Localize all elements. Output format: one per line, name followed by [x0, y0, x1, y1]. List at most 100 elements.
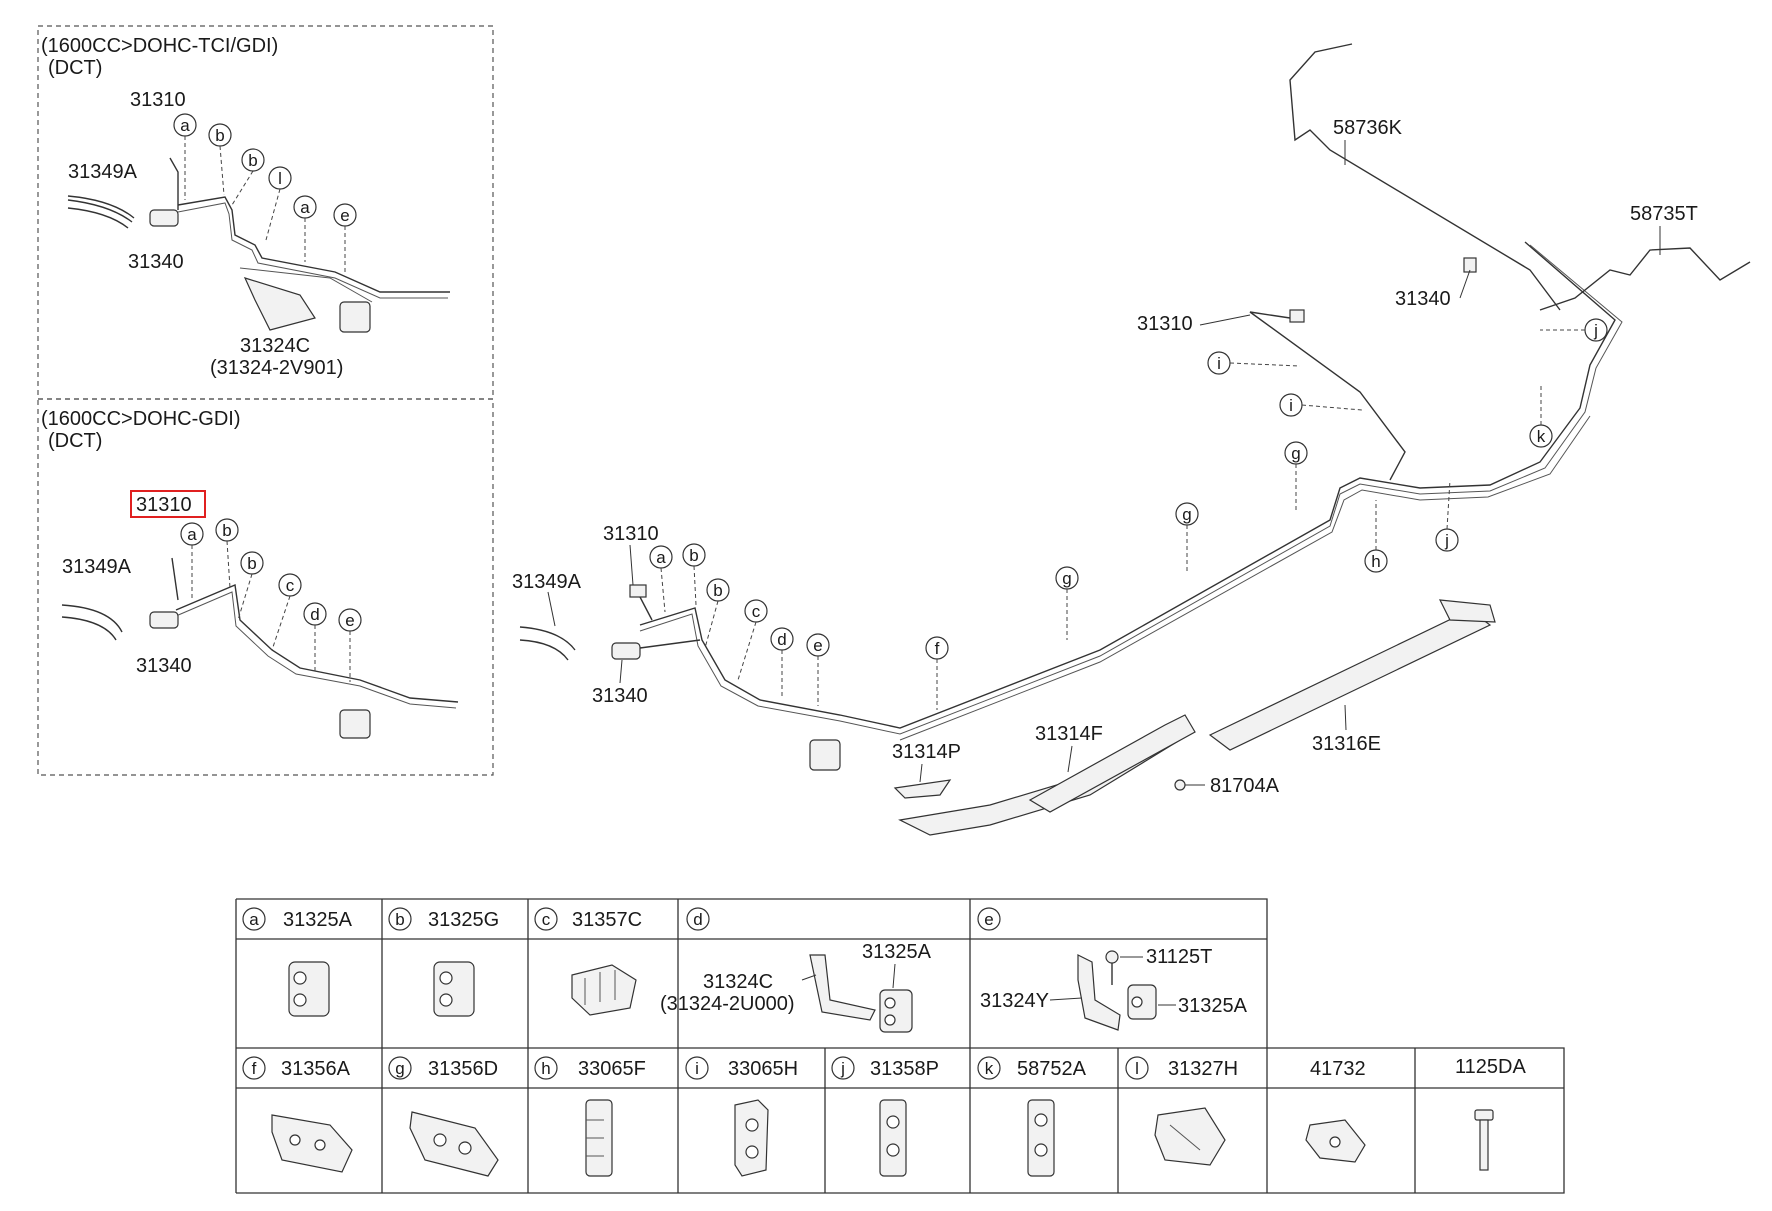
- svg-text:c: c: [286, 576, 295, 595]
- svg-text:g: g: [1062, 569, 1071, 588]
- legend-part-label: 31325A: [1178, 995, 1248, 1017]
- inset-tci-gdi: (1600CC>DOHC-TCI/GDI) (DCT) 31310 31349A…: [37, 25, 494, 400]
- callout: i: [1279, 393, 1303, 417]
- bolt-31125t-icon: [1105, 950, 1119, 985]
- callout: e: [806, 633, 830, 657]
- connector-icon: [339, 709, 371, 739]
- callout: g: [1055, 566, 1079, 590]
- svg-text:a: a: [187, 525, 197, 544]
- callout: l: [268, 166, 292, 190]
- svg-text:b: b: [395, 910, 404, 929]
- callout: f: [925, 636, 949, 660]
- part-label: 31349A: [68, 161, 138, 183]
- legend-header-f: f 31356A: [242, 1056, 351, 1080]
- svg-text:j: j: [1593, 321, 1598, 340]
- callout: b: [241, 148, 265, 172]
- inset-subtitle: (DCT): [48, 430, 102, 452]
- svg-text:31356D: 31356D: [428, 1058, 498, 1080]
- svg-text:c: c: [542, 910, 551, 929]
- svg-text:31325A: 31325A: [283, 909, 353, 931]
- svg-text:l: l: [1135, 1059, 1139, 1078]
- svg-text:g: g: [1182, 505, 1191, 524]
- part-label: 58736K: [1333, 117, 1403, 139]
- legend-header-g: g 31356D: [388, 1056, 498, 1080]
- part-label-highlighted: 31310: [136, 494, 192, 516]
- fuel-fitting-icon: [629, 584, 647, 598]
- clip-31325g-icon: [433, 961, 475, 1017]
- part-label: 31310: [1137, 313, 1193, 335]
- svg-text:31358P: 31358P: [870, 1058, 939, 1080]
- svg-text:g: g: [395, 1059, 404, 1078]
- svg-text:e: e: [813, 636, 822, 655]
- clip-41732-icon: [1305, 1119, 1366, 1163]
- svg-text:l: l: [278, 169, 282, 188]
- part-label: 31310: [130, 89, 186, 111]
- svg-text:j: j: [1444, 531, 1449, 550]
- part-label: (31324-2V901): [210, 357, 343, 379]
- bracket-31324c-icon: [809, 954, 876, 1021]
- callout: k: [1529, 424, 1553, 448]
- clip-31358p-icon: [879, 1099, 907, 1177]
- part-label: 31349A: [512, 571, 582, 593]
- callout: a: [293, 195, 317, 219]
- svg-text:33065F: 33065F: [578, 1058, 646, 1080]
- legend-header-41732: 41732: [1310, 1058, 1366, 1080]
- fuel-filter-icon: [611, 642, 641, 660]
- callout: d: [303, 602, 327, 626]
- callout: a: [180, 522, 204, 546]
- svg-text:k: k: [985, 1059, 994, 1078]
- inset-gdi: (1600CC>DOHC-GDI) (DCT) 31310 31349A 313…: [37, 398, 494, 776]
- part-label: 31316E: [1312, 733, 1381, 755]
- svg-text:e: e: [984, 910, 993, 929]
- svg-text:b: b: [248, 151, 257, 170]
- part-label: 31340: [136, 655, 192, 677]
- connector-icon: [339, 301, 371, 333]
- legend-part-label: 31324Y: [980, 990, 1049, 1012]
- callout: j: [1584, 318, 1608, 342]
- inset-border: [37, 398, 494, 776]
- callout: e: [338, 608, 362, 632]
- svg-text:31357C: 31357C: [572, 909, 642, 931]
- shield-31314p-icon: [893, 779, 952, 799]
- connector-icon: [809, 739, 841, 771]
- legend-header-k: k 58752A: [977, 1056, 1087, 1080]
- svg-text:a: a: [656, 548, 666, 567]
- legend-header-e: e: [977, 907, 1001, 931]
- callout: b: [215, 518, 239, 542]
- inset-title: (1600CC>DOHC-TCI/GDI): [41, 35, 278, 57]
- clip-31327h-icon: [1154, 1107, 1226, 1166]
- svg-text:f: f: [935, 639, 940, 658]
- legend-part-label: 31125T: [1146, 946, 1212, 968]
- rail-31316e-icon: [1208, 609, 1492, 751]
- svg-text:h: h: [541, 1059, 550, 1078]
- svg-text:33065H: 33065H: [728, 1058, 798, 1080]
- clip-31325a-icon: [879, 989, 913, 1033]
- svg-text:31356A: 31356A: [281, 1058, 351, 1080]
- callout: c: [744, 599, 768, 623]
- part-label: 31314P: [892, 741, 961, 763]
- legend-header-d: d: [686, 907, 710, 931]
- bolt-1125da-icon: [1474, 1109, 1494, 1171]
- rail-31314f-icon: [1028, 714, 1196, 813]
- callout: a: [173, 113, 197, 137]
- fuel-filter-icon: [149, 611, 179, 629]
- part-label: 31314F: [1035, 723, 1103, 745]
- callout: d: [770, 627, 794, 651]
- svg-text:a: a: [180, 116, 190, 135]
- fuel-fitting-icon: [1289, 309, 1305, 323]
- svg-text:58752A: 58752A: [1017, 1058, 1087, 1080]
- legend-part-label: 31324C: [703, 971, 773, 993]
- svg-text:f: f: [252, 1059, 257, 1078]
- callout: h: [1364, 549, 1388, 573]
- clip-33065f-icon: [585, 1099, 613, 1177]
- callout: g: [1284, 441, 1308, 465]
- callout: i: [1207, 351, 1231, 375]
- highlight-box: [130, 490, 206, 518]
- callout: b: [706, 578, 730, 602]
- legend-header-h: h 33065F: [534, 1056, 646, 1080]
- legend-header-c: c 31357C: [534, 907, 642, 931]
